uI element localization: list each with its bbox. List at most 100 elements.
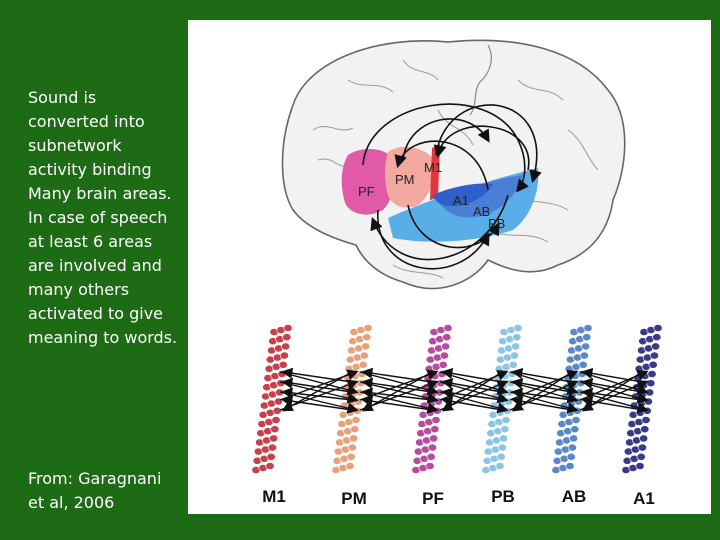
neuron-node: [281, 342, 291, 351]
neuron-node: [579, 351, 589, 360]
neuron-node: [571, 416, 581, 424]
connection-line: [441, 377, 503, 393]
neuron-node: [349, 434, 359, 443]
neuron-node: [647, 370, 657, 378]
neuron-node: [572, 406, 582, 415]
neuron-node: [497, 443, 507, 452]
network-diagram: [251, 324, 663, 474]
neuron-node: [639, 434, 649, 443]
neuron-node: [266, 452, 276, 461]
slide-body-text: Sound is converted into subnetwork activ…: [28, 86, 178, 350]
neuron-node: [569, 434, 579, 443]
neuron-node: [640, 425, 650, 434]
area-label-a1: A1: [453, 193, 469, 208]
neuron-node: [653, 324, 663, 332]
neuron-node: [499, 434, 509, 443]
neuron-node: [581, 342, 591, 351]
neuron-node: [430, 425, 440, 434]
neuron-node: [271, 416, 281, 424]
brain-network-figure: PF PM M1 A1 AB PB M1 PM PF: [188, 20, 711, 514]
neuron-node: [652, 333, 662, 342]
figure-svg: PF PM M1 A1 AB PB M1 PM PF: [251, 39, 663, 508]
area-label-pm: PM: [395, 172, 415, 187]
neuron-node: [570, 425, 580, 434]
neuron-node: [642, 406, 652, 415]
neuron-node: [512, 333, 522, 342]
column-labels: M1 PM PF PB AB A1: [262, 487, 655, 508]
neuron-node: [502, 406, 512, 415]
connection-line: [281, 377, 353, 393]
neuron-node: [429, 434, 439, 443]
connection-line: [361, 377, 433, 393]
connection-arrows: [362, 103, 542, 270]
neuron-node: [351, 416, 361, 424]
neuron-node: [441, 342, 451, 351]
neuron-node: [272, 406, 282, 415]
neuron-node: [347, 443, 357, 452]
column-label-pb: PB: [491, 487, 515, 506]
connection-line: [581, 377, 643, 393]
neuron-node: [359, 351, 369, 360]
area-pf-shape: [341, 148, 395, 215]
neuron-node: [566, 452, 576, 461]
connection-line: [361, 367, 433, 383]
neuron-node: [582, 333, 592, 342]
connection-line: [359, 371, 439, 396]
neuron-node: [425, 462, 435, 470]
neuron-node: [501, 416, 511, 424]
area-label-pf: PF: [358, 184, 375, 199]
neuron-node: [651, 342, 661, 351]
neuron-node: [583, 324, 593, 332]
neuron-node: [438, 360, 448, 369]
column-label-ab: AB: [562, 487, 587, 506]
brain-outline: [281, 39, 626, 290]
column-label-pm: PM: [341, 489, 367, 508]
neuron-node: [495, 462, 505, 470]
inter-column-connections: [279, 367, 649, 414]
neuron-node: [361, 342, 371, 351]
column-label-pf: PF: [422, 489, 444, 508]
connection-line: [581, 371, 643, 412]
neuron-node: [350, 425, 360, 434]
neuron-node: [442, 333, 452, 342]
column-label-a1: A1: [633, 489, 655, 508]
neuron-node: [283, 324, 293, 332]
connection-line: [511, 377, 573, 393]
area-label-ab: AB: [473, 204, 490, 219]
neuron-node: [352, 406, 362, 415]
neuron-node: [511, 342, 521, 351]
neuron-node: [509, 351, 519, 360]
neuron-node: [426, 452, 436, 461]
neuron-node: [496, 452, 506, 461]
neuron-node: [636, 452, 646, 461]
neuron-node: [635, 462, 645, 470]
neuron-node: [508, 360, 518, 369]
connection-line: [361, 371, 433, 412]
connection-line: [361, 395, 433, 411]
connection-line: [279, 371, 359, 396]
neuron-node: [431, 416, 441, 424]
neuron-node: [267, 443, 277, 452]
neuron-node: [269, 434, 279, 443]
body-paragraph-1: Sound is converted into subnetwork activ…: [28, 88, 172, 203]
neuron-node: [646, 379, 656, 388]
neuron-node: [649, 351, 659, 360]
neuron-node: [345, 462, 355, 470]
area-label-m1: M1: [424, 160, 442, 175]
network-column-m1: [251, 324, 293, 474]
neuron-node: [427, 443, 437, 452]
neuron-node: [362, 333, 372, 342]
neuron-node: [637, 443, 647, 452]
neuron-node: [346, 452, 356, 461]
neuron-node: [645, 388, 655, 397]
source-citation: From: Garagnani et al, 2006: [28, 469, 162, 512]
neuron-node: [279, 351, 289, 360]
neuron-node: [565, 462, 575, 470]
area-a1-shape: [433, 183, 493, 207]
neuron-node: [641, 416, 651, 424]
connection-line: [581, 367, 643, 383]
connection-line: [281, 395, 353, 411]
neuron-node: [443, 324, 453, 332]
connection-line: [281, 367, 353, 383]
neuron-node: [278, 360, 288, 369]
